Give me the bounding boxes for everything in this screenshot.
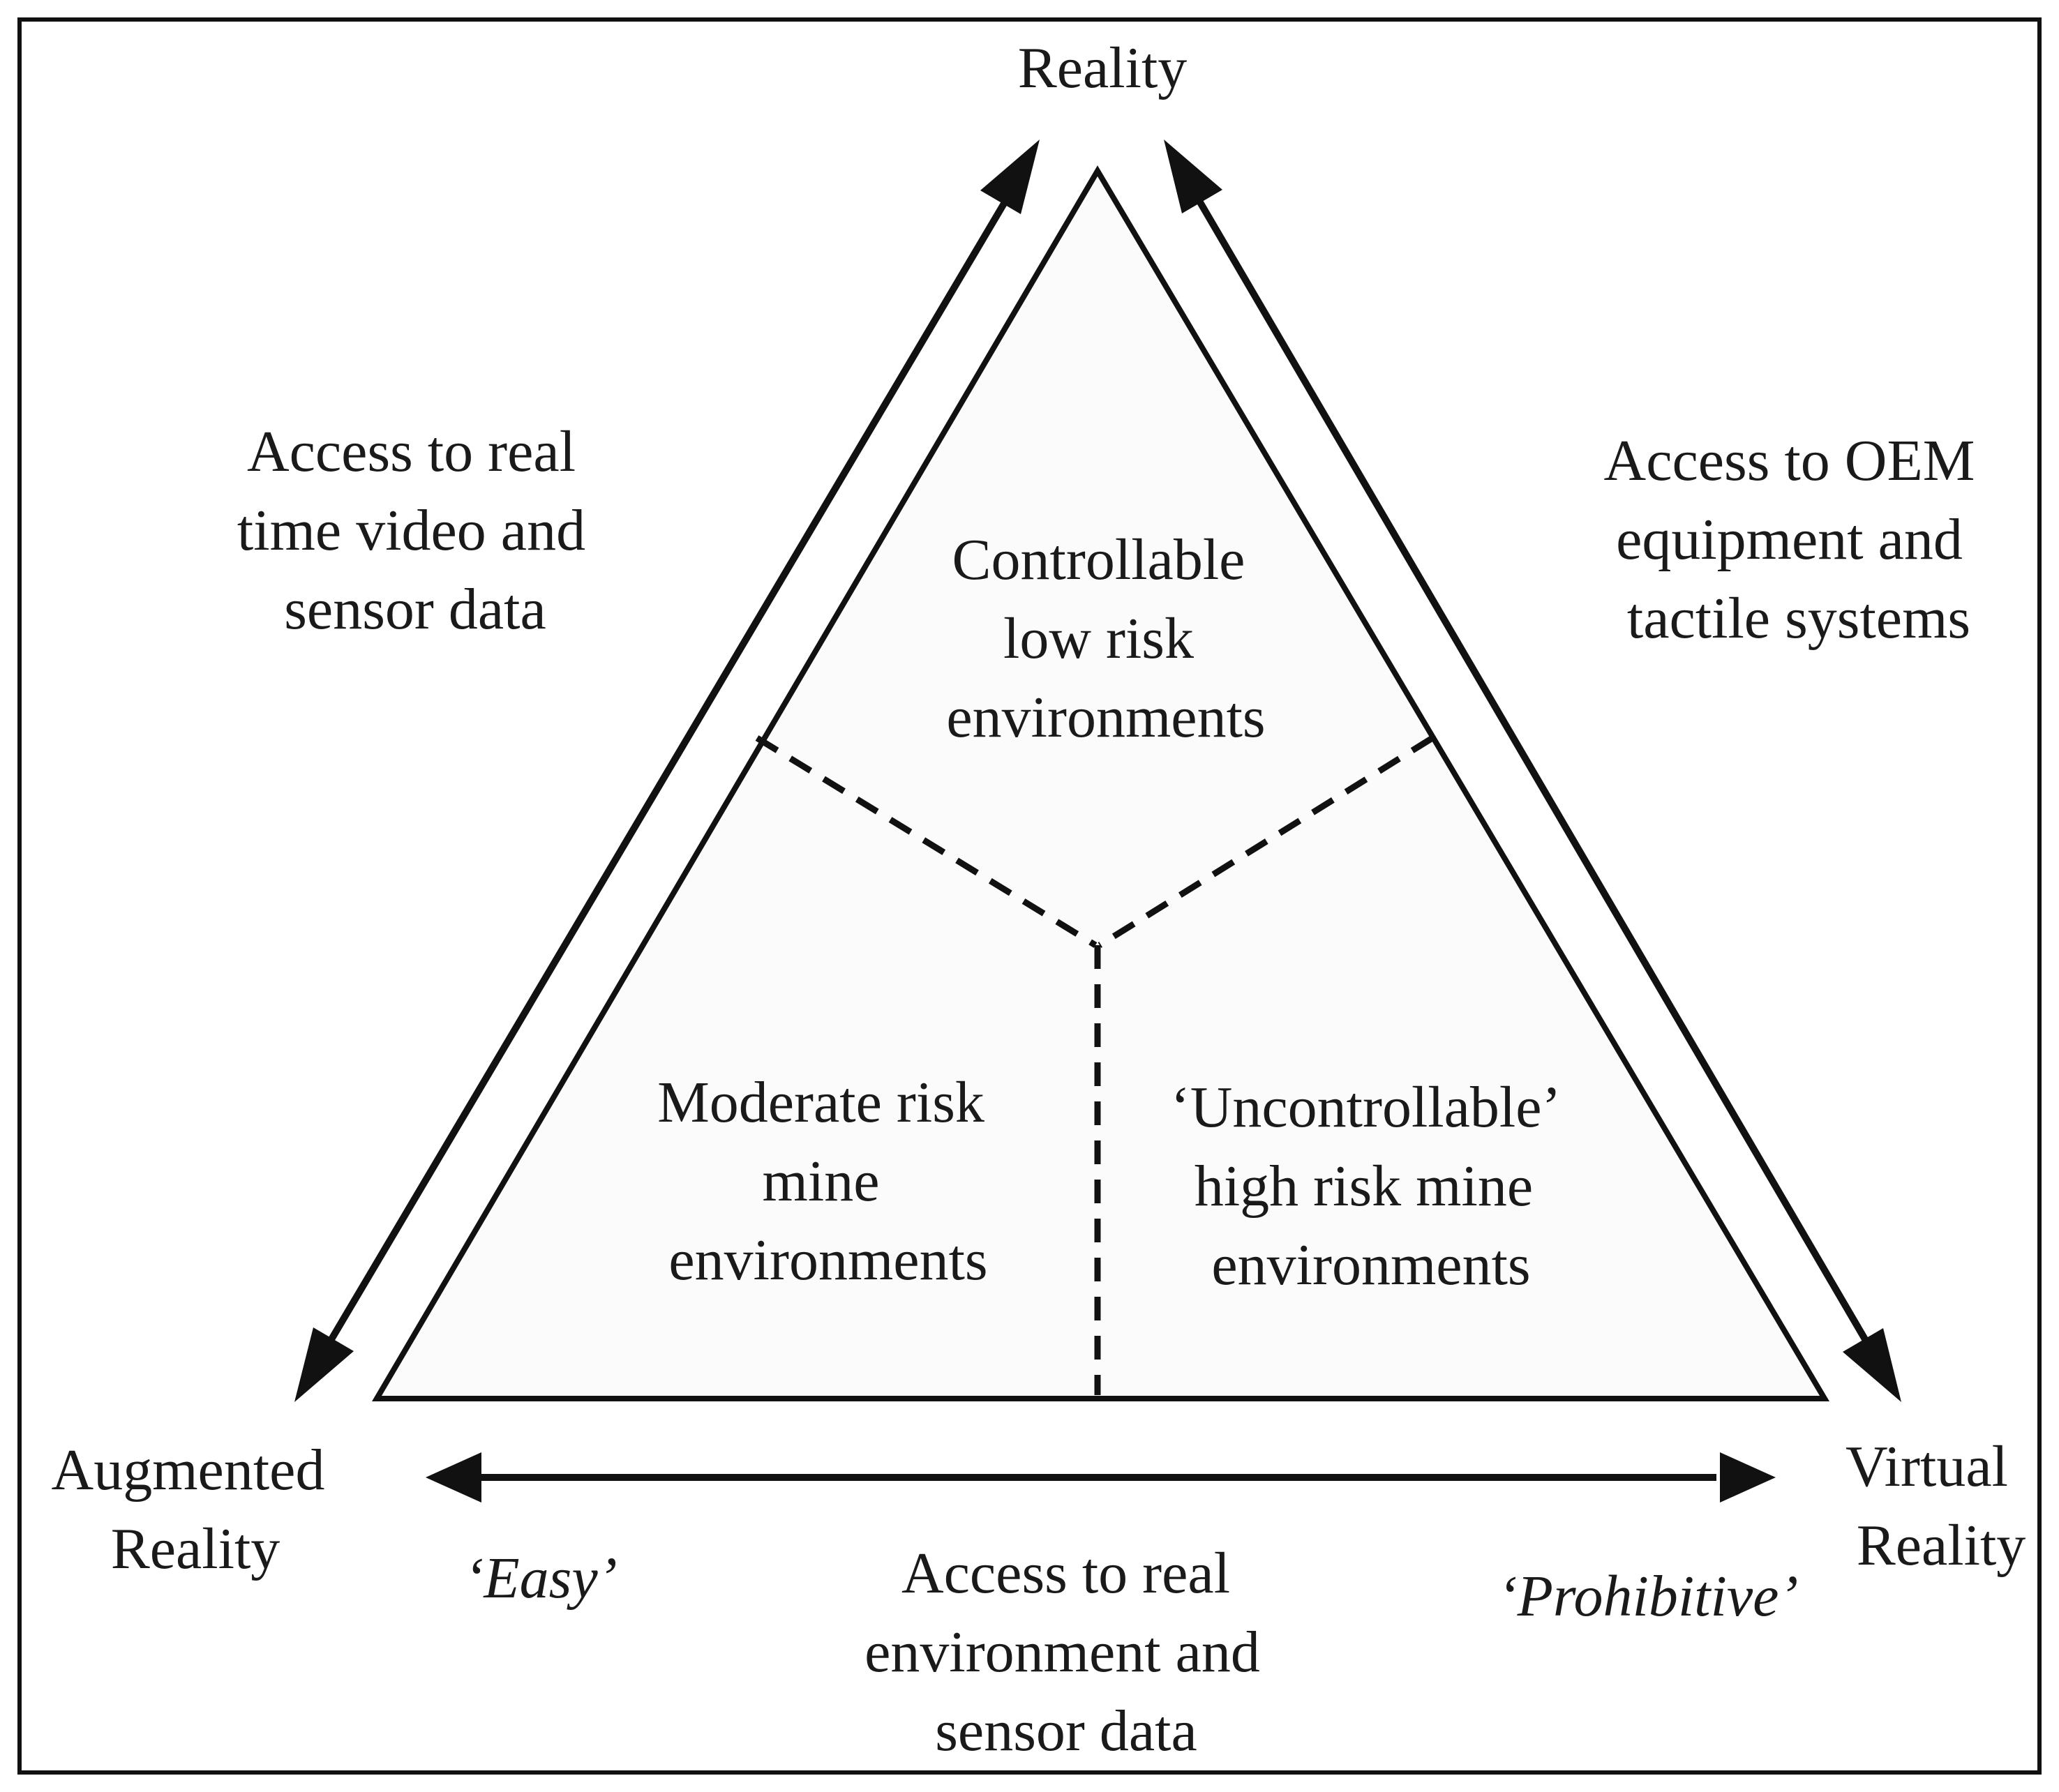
region-label-left: Moderate risk mine environments (657, 1070, 999, 1293)
vertex-label-virtual-reality: Virtual Reality (1845, 1434, 2026, 1578)
bottom-arrowhead-right (1720, 1452, 1776, 1503)
edge-label-left: Access to real time video and sensor dat… (237, 419, 600, 642)
right-arrowhead-top (1164, 140, 1222, 213)
left-double-arrow (294, 140, 1040, 1402)
region-label-top: Controllable low risk environments (946, 527, 1265, 750)
divider-left-dashed (755, 735, 1098, 948)
divider-right-dashed (1098, 735, 1435, 948)
vertex-label-augmented-reality: Augmented Reality (52, 1438, 340, 1581)
main-triangle (372, 165, 1830, 1401)
edge-end-label-easy: ‘Easy’ (464, 1546, 617, 1611)
left-arrowhead-bottom (294, 1327, 354, 1402)
bottom-double-arrow (426, 1452, 1776, 1503)
outer-frame (17, 17, 2042, 1775)
bottom-arrowhead-left (426, 1452, 481, 1503)
right-double-arrow (1164, 140, 1901, 1402)
right-arrowhead-bottom (1843, 1328, 1901, 1402)
edge-end-label-prohibitive: ‘Prohibitive’ (1498, 1564, 1799, 1629)
edge-label-right: Access to OEM equipment and tactile syst… (1604, 428, 1990, 651)
left-arrowhead-top (980, 140, 1040, 214)
vertex-label-reality: Reality (1018, 36, 1188, 100)
region-label-right: ‘Uncontrollable’ high risk mine environm… (1171, 1075, 1572, 1297)
edge-label-bottom: Access to real environment and sensor da… (864, 1541, 1275, 1763)
